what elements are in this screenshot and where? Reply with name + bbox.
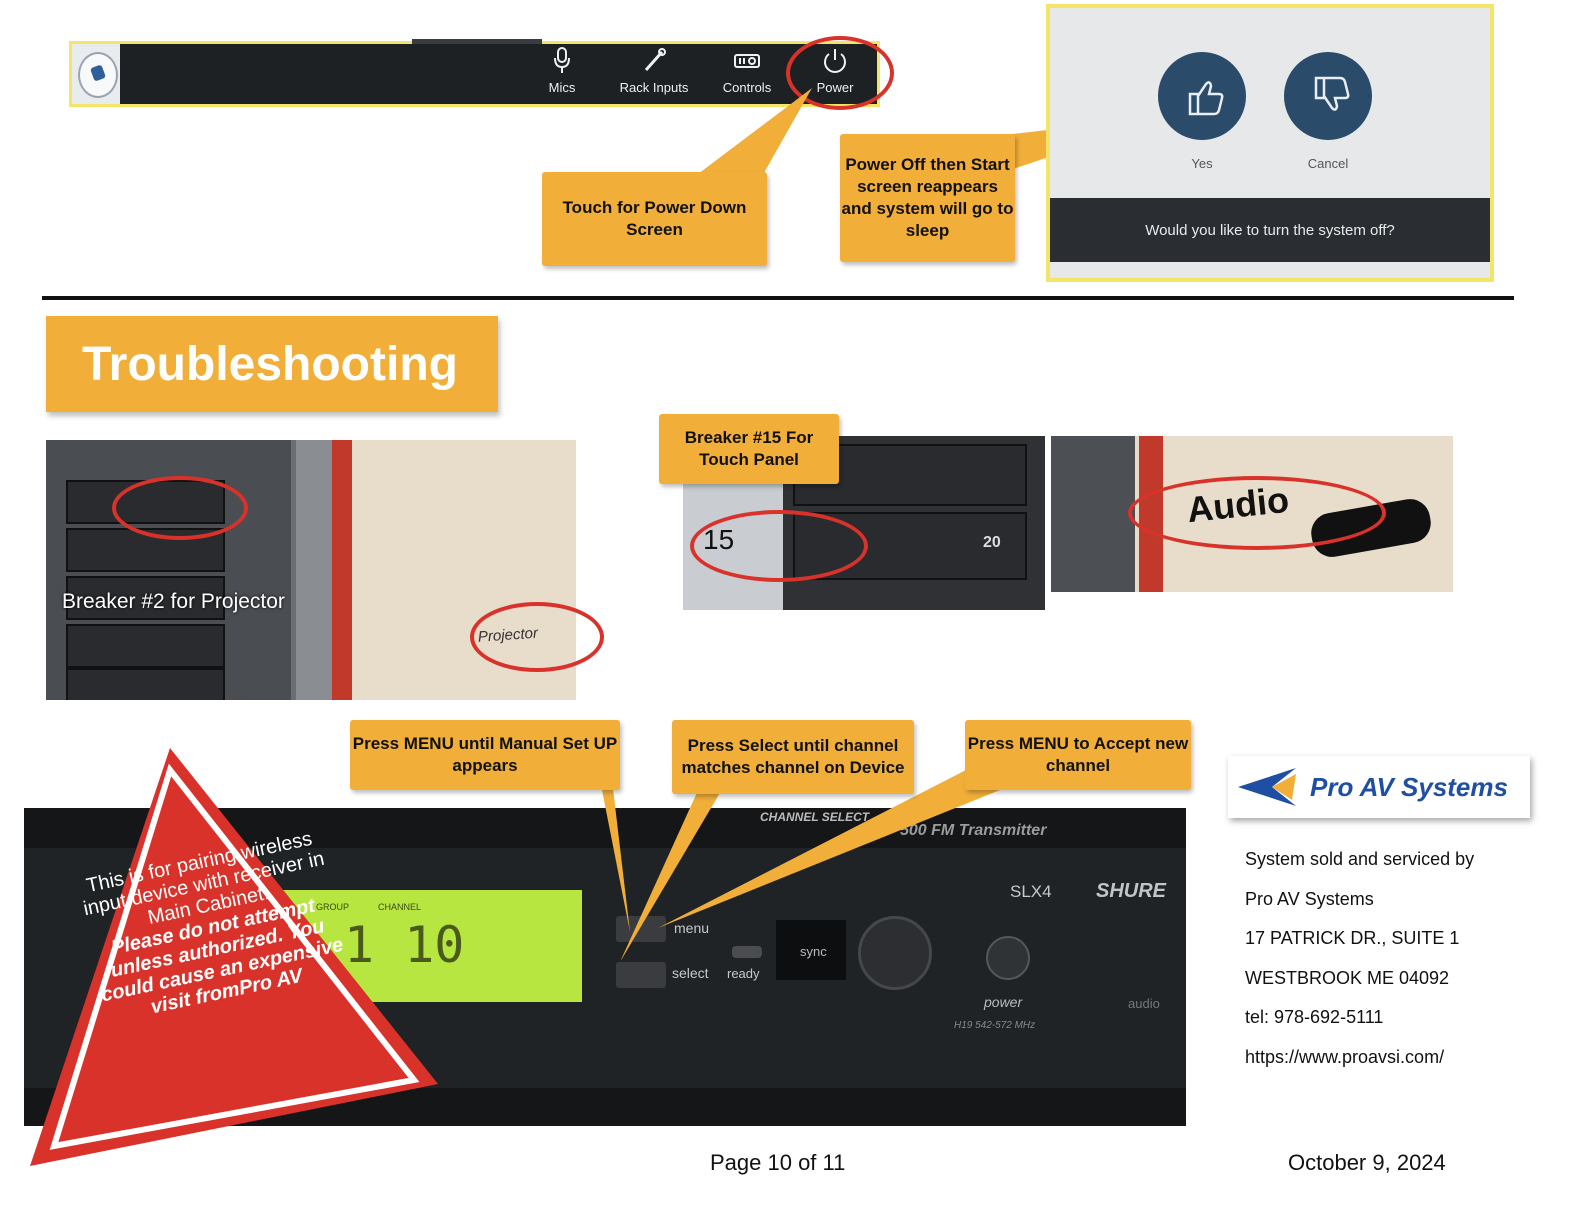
ready-label: ready	[727, 966, 760, 981]
model-label: SLX4	[1010, 882, 1052, 901]
touch-panel-breaker-callout: Breaker #15 For Touch Panel	[659, 414, 839, 484]
warning-triangle	[30, 748, 438, 1166]
power-callout-pointer	[690, 88, 812, 180]
logo-text: Pro AV Systems	[1310, 771, 1508, 802]
touch-panel-nav-bar: Mics Rack Inputs Controls Power	[69, 39, 880, 107]
lcd-group-label: GROUP	[316, 902, 350, 912]
power-down-callout: Touch for Power Down Screen	[542, 172, 767, 266]
mics-button[interactable]: Mics	[534, 44, 590, 104]
section-divider	[42, 296, 1514, 300]
pro-av-logo: Pro AV Systems	[1228, 756, 1530, 818]
thumbs-down-icon	[1314, 76, 1350, 111]
select-callout: Press Select until channel matches chann…	[672, 720, 914, 794]
nav-handle	[412, 39, 542, 44]
audio-label: audio	[1128, 996, 1160, 1011]
breaker-15-highlight	[690, 510, 868, 582]
troubleshooting-title: Troubleshooting	[46, 316, 498, 412]
shure-brand: SHURE	[1096, 880, 1167, 902]
sync-window	[776, 920, 846, 980]
company-line: System sold and serviced by	[1245, 849, 1475, 869]
mics-label: Mics	[548, 80, 576, 95]
rack-inputs-label: Rack Inputs	[619, 80, 689, 95]
receiver-power-button[interactable]	[986, 936, 1030, 980]
company-line: WESTBROOK ME 04092	[1245, 967, 1450, 988]
arrow-logo-icon	[1238, 768, 1296, 806]
rack-inputs-button[interactable]: Rack Inputs	[612, 44, 696, 104]
lcd-channel-label: CHANNEL	[378, 902, 422, 912]
ready-led	[732, 946, 762, 958]
projector-breaker-caption: Breaker #2 for Projector	[62, 590, 285, 613]
menu-label: menu	[674, 920, 710, 936]
page-number: Page 10 of 11	[710, 1150, 846, 1175]
company-line: Pro AV Systems	[1245, 888, 1374, 909]
controls-label: Controls	[722, 80, 772, 95]
select-button[interactable]	[616, 962, 666, 988]
frequency-label: H19 542-572 MHz	[954, 1020, 1036, 1031]
danger-word: DANGER	[334, 440, 350, 500]
panel-edge	[296, 440, 332, 700]
pen-icon	[644, 48, 666, 71]
company-link[interactable]: https://www.proavsi.com/	[1245, 1046, 1445, 1067]
power-off-callout: Power Off then Start screen reappears an…	[840, 134, 1015, 262]
channel-select-label: CHANNEL SELECT	[760, 810, 870, 824]
company-line: 17 PATRICK DR., SUITE 1	[1245, 928, 1460, 949]
power-label: power	[984, 994, 1023, 1010]
seal-logo	[72, 44, 120, 104]
thumbs-up-icon	[1188, 81, 1224, 116]
breaker-switch	[66, 668, 225, 700]
breaker-2-highlight	[112, 476, 248, 540]
company-line: tel: 978-692-5111	[1245, 1007, 1384, 1028]
panel-edge	[1051, 436, 1135, 592]
page-date: October 9, 2024	[1288, 1150, 1446, 1175]
cancel-label: Cancel	[1307, 156, 1349, 171]
cancel-button[interactable]	[1284, 52, 1372, 140]
dialog-question: Would you like to turn the system off?	[1050, 198, 1490, 262]
audio-breaker-highlight	[1128, 476, 1386, 550]
breaker-switch	[66, 624, 225, 668]
transmitter-label: 500 FM Transmitter	[900, 822, 1047, 839]
projector-icon	[734, 54, 760, 68]
accept-callout-pointer	[658, 770, 1000, 928]
select-label: select	[672, 965, 709, 981]
yes-button[interactable]	[1158, 52, 1246, 140]
yes-label: Yes	[1191, 156, 1213, 171]
menu-callout: Press MENU until Manual Set UP appears	[350, 720, 620, 790]
sync-label: sync	[800, 944, 827, 959]
channel-knob[interactable]	[858, 916, 932, 990]
breaker-amp-label: 20	[983, 534, 1001, 551]
power-off-dialog: Yes Cancel Would you like to turn the sy…	[1046, 4, 1494, 282]
controls-button[interactable]: Controls	[712, 44, 782, 104]
menu-callout-pointer	[600, 780, 630, 932]
receiver-callout-pointers	[600, 770, 1000, 960]
select-callout-pointer	[620, 786, 724, 960]
danger-stripe	[332, 440, 352, 700]
power-highlight-circle	[786, 36, 894, 110]
accept-callout: Press MENU to Accept new channel	[965, 720, 1191, 790]
projector-label-highlight	[470, 602, 604, 672]
company-info: System sold and serviced by Pro AV Syste…	[1245, 840, 1474, 1078]
lcd-channel-value: 1 10	[344, 916, 465, 974]
breaker-switch	[66, 576, 225, 620]
microphone-icon	[554, 47, 570, 73]
